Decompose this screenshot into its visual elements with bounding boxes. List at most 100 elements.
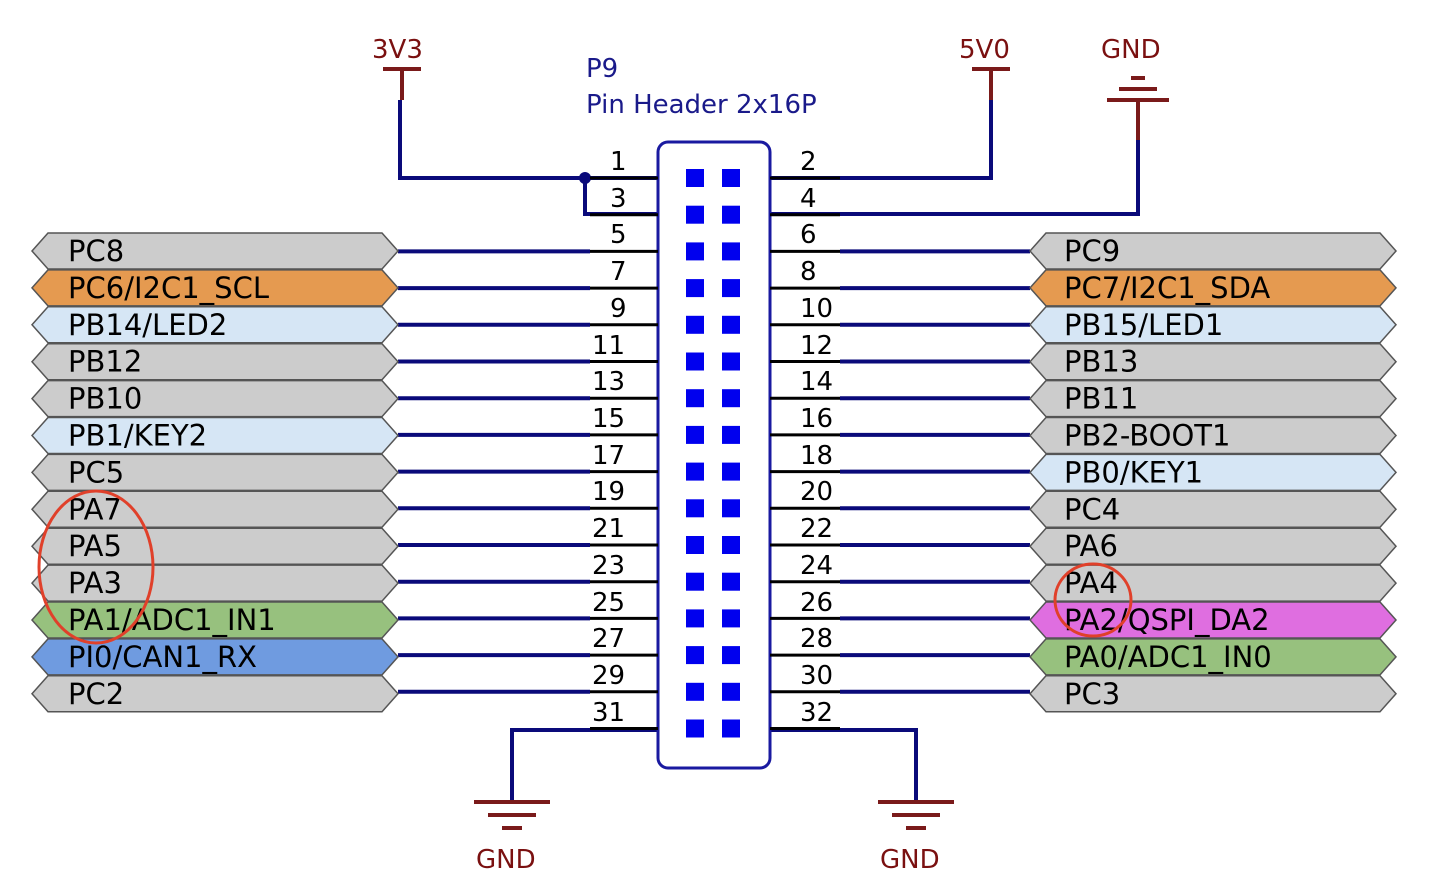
right-port-shape <box>1028 306 1398 344</box>
left-port: PC2 <box>30 675 400 713</box>
power-3v3-symbol: 3V3 <box>372 35 423 100</box>
power-5v0-label: 5V0 <box>959 35 1010 65</box>
right-port-shape <box>1028 490 1398 529</box>
left-port: PI0/CAN1_RX <box>30 638 400 676</box>
right-port-label: PC7/I2C1_SDA <box>1064 271 1270 305</box>
pin-numbers: 1 2 3 4 5 6 7 8 9 10 11 12 13 14 15 16 1… <box>592 147 833 728</box>
pin-square-24 <box>722 572 740 591</box>
left-port-label: PB1/KEY2 <box>68 419 207 453</box>
pin-square-27 <box>686 646 704 665</box>
junction-dot <box>579 172 591 184</box>
left-port: PC8 <box>30 232 400 270</box>
right-port-shape <box>1028 416 1398 455</box>
pin-number-1: 1 <box>610 147 627 177</box>
left-port-label: PI0/CAN1_RX <box>68 640 257 674</box>
pin-square-20 <box>722 499 740 518</box>
pin-number-30: 30 <box>800 661 833 691</box>
pin-number-28: 28 <box>800 624 833 654</box>
right-port-shape <box>1028 232 1398 270</box>
pin-square-2 <box>722 169 740 187</box>
pin-number-17: 17 <box>592 441 625 471</box>
left-port-shape <box>30 232 400 270</box>
left-port-label: PA3 <box>68 566 122 600</box>
left-port-shape <box>30 306 400 344</box>
right-port-shape <box>1028 675 1398 713</box>
signal-wires <box>398 249 1030 694</box>
left-port-label: PB14/LED2 <box>68 308 227 342</box>
pin-square-7 <box>686 279 704 298</box>
left-port: PB10 <box>30 379 400 418</box>
left-port-shape <box>30 342 400 381</box>
pin-square-12 <box>722 352 740 371</box>
pin-square-10 <box>722 315 740 334</box>
right-port: PA0/ADC1_IN0 <box>1028 638 1398 676</box>
right-port-label: PA2/QSPI_DA2 <box>1064 603 1270 637</box>
annotation-circle-left <box>37 489 155 645</box>
pin-number-12: 12 <box>800 331 833 361</box>
pin-square-4 <box>722 205 740 224</box>
pin-number-20: 20 <box>800 477 833 507</box>
right-port-shape <box>1028 379 1398 418</box>
left-port: PA1/ADC1_IN1 <box>30 601 400 639</box>
header-description: Pin Header 2x16P <box>586 90 817 120</box>
left-net-ports: PC8PC6/I2C1_SCLPB14/LED2PB12PB10PB1/KEY2… <box>30 232 400 713</box>
pin-number-4: 4 <box>800 184 817 214</box>
pin-number-27: 27 <box>592 624 625 654</box>
right-port: PB15/LED1 <box>1028 306 1398 344</box>
pin-square-11 <box>686 352 704 371</box>
right-net-ports: PC9PC7/I2C1_SDAPB15/LED1PB13PB11PB2-BOOT… <box>1028 232 1398 713</box>
pin-number-15: 15 <box>592 404 625 434</box>
left-port-shape <box>30 416 400 455</box>
left-port: PA3 <box>30 564 400 602</box>
right-port-label: PA0/ADC1_IN0 <box>1064 640 1272 674</box>
pin-header-body <box>656 140 772 770</box>
ground-left-label: GND <box>476 845 536 875</box>
pin-square-32 <box>722 719 740 738</box>
pin-number-8: 8 <box>800 257 817 287</box>
right-port: PB0/KEY1 <box>1028 453 1398 492</box>
annotation-circle-right <box>1053 562 1133 638</box>
left-port-label: PB12 <box>68 345 142 379</box>
right-port-shape <box>1028 527 1398 565</box>
left-port: PA7 <box>30 490 400 529</box>
right-port: PA6 <box>1028 527 1398 565</box>
left-port-shape <box>30 564 400 602</box>
left-port-shape <box>30 601 400 639</box>
right-port-label: PA6 <box>1064 529 1118 563</box>
pin-number-13: 13 <box>592 367 625 397</box>
left-port: PB12 <box>30 342 400 381</box>
right-port: PB11 <box>1028 379 1398 418</box>
left-port-label: PC6/I2C1_SCL <box>68 271 269 305</box>
pin-number-25: 25 <box>592 588 625 618</box>
left-port-label: PC5 <box>68 455 124 489</box>
left-port-shape <box>30 379 400 418</box>
left-port-shape <box>30 675 400 713</box>
right-port: PC9 <box>1028 232 1398 270</box>
pin-square-9 <box>686 315 704 334</box>
pin-square-21 <box>686 536 704 554</box>
pin-number-32: 32 <box>800 698 833 728</box>
left-port-label: PA1/ADC1_IN1 <box>68 603 276 637</box>
right-port: PC3 <box>1028 675 1398 713</box>
left-port: PB14/LED2 <box>30 306 400 344</box>
pin-square-25 <box>686 609 704 628</box>
pin-square-17 <box>686 462 704 481</box>
pin-number-11: 11 <box>592 331 625 361</box>
pin-square-30 <box>722 682 740 701</box>
right-port: PA2/QSPI_DA2 <box>1028 601 1398 639</box>
pin-square-8 <box>722 279 740 298</box>
pin-number-23: 23 <box>592 551 625 581</box>
left-port: PB1/KEY2 <box>30 416 400 455</box>
header-designator: P9 <box>586 54 618 84</box>
pin-number-29: 29 <box>592 661 625 691</box>
ground-symbol-bottom-left: GND <box>474 800 550 875</box>
pin-square-14 <box>722 389 740 408</box>
right-port: PB2-BOOT1 <box>1028 416 1398 455</box>
left-port-label: PA7 <box>68 492 122 526</box>
pin-number-10: 10 <box>800 294 833 324</box>
pin-square-26 <box>722 609 740 628</box>
ground-top-label: GND <box>1101 35 1161 65</box>
right-port: PB13 <box>1028 342 1398 381</box>
pin-number-31: 31 <box>592 698 625 728</box>
pin-number-24: 24 <box>800 551 833 581</box>
